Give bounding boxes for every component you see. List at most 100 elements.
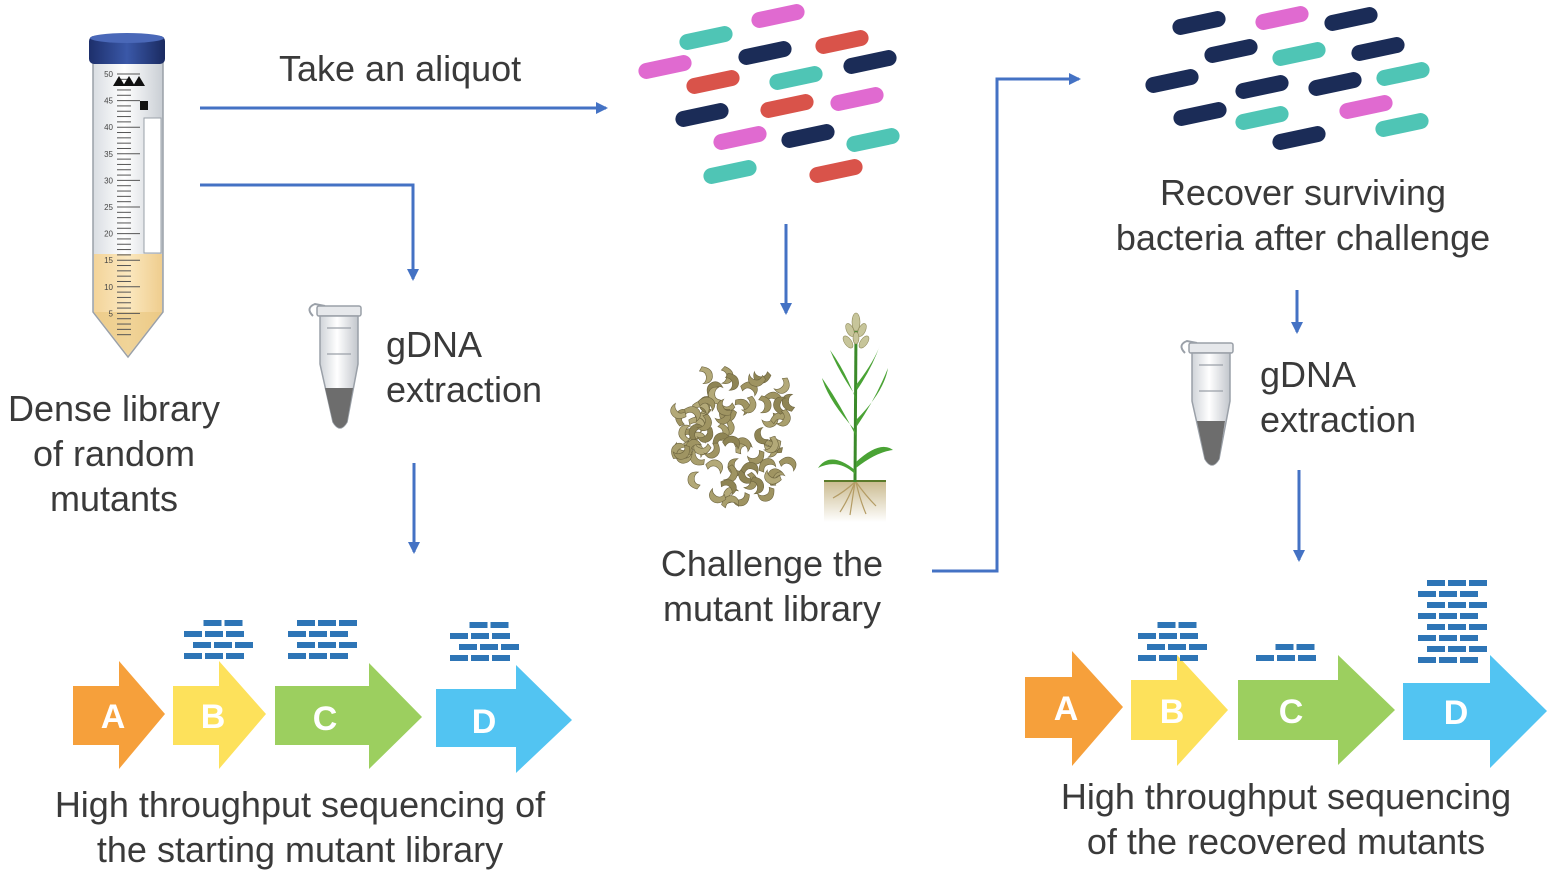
gdna-line-1: gDNA xyxy=(1260,354,1357,395)
read-D xyxy=(1439,635,1457,641)
graduation-label: 30 xyxy=(104,176,113,185)
seed xyxy=(705,459,723,475)
read-B xyxy=(184,653,202,659)
read-B xyxy=(1180,633,1198,639)
bacterium xyxy=(738,41,792,65)
gene-arrow-C: C xyxy=(275,663,422,769)
seed xyxy=(775,408,791,427)
graduation-label: 40 xyxy=(104,123,113,132)
read-D xyxy=(1448,602,1466,608)
bacterium xyxy=(675,103,729,127)
read-C xyxy=(1256,655,1274,661)
read-D xyxy=(1460,657,1478,663)
graduation-label: 50 xyxy=(104,70,113,79)
dense-library-line-3: mutants xyxy=(49,478,179,519)
sequencing-line-2: the starting mutant library xyxy=(96,829,504,870)
challenge-line-2: mutant library xyxy=(662,588,882,629)
seed xyxy=(698,366,713,384)
seed xyxy=(725,372,739,391)
bacterium xyxy=(1324,7,1378,31)
recover-line-1: Recover surviving xyxy=(1159,172,1447,213)
bacterium xyxy=(703,160,757,184)
seed xyxy=(740,395,757,414)
gdna-line-2: extraction xyxy=(1260,399,1417,440)
read-D xyxy=(450,633,468,639)
read-D xyxy=(1469,580,1487,586)
read-C xyxy=(288,631,306,637)
recover-line-2: bacteria after challenge xyxy=(1115,217,1491,258)
read-D xyxy=(1439,613,1457,619)
gene-arrow-A: A xyxy=(73,661,165,769)
read-stacks-starting-library xyxy=(184,620,519,661)
sequencing-line-1: High throughput sequencing xyxy=(1060,776,1512,817)
bacterium xyxy=(1351,37,1405,61)
gene-arrows-starting-library: A B C D xyxy=(73,661,572,773)
gene-arrow-B: B xyxy=(173,661,266,769)
bacteria-cluster-icon xyxy=(638,4,900,184)
bacteria-cluster-icon xyxy=(1145,6,1430,150)
bacterium xyxy=(781,124,835,148)
read-B xyxy=(1180,655,1198,661)
graduation-label: 45 xyxy=(104,97,113,106)
read-D xyxy=(1469,646,1487,652)
seed xyxy=(720,479,737,496)
read-D xyxy=(469,622,488,628)
seed xyxy=(773,396,787,415)
seed xyxy=(750,476,764,495)
recover-label: Recover surviving bacteria after challen… xyxy=(1098,170,1508,260)
seed xyxy=(697,396,716,413)
read-B xyxy=(203,620,222,626)
read-D xyxy=(1427,602,1445,608)
read-D xyxy=(492,655,510,661)
read-C xyxy=(330,653,348,659)
seed xyxy=(687,471,701,490)
seed xyxy=(670,402,687,419)
read-D xyxy=(1418,635,1436,641)
read-D xyxy=(1427,646,1445,652)
graduation-label: 20 xyxy=(104,230,113,239)
read-C xyxy=(1296,644,1315,650)
graduation-label: 35 xyxy=(104,150,113,159)
read-D xyxy=(1439,591,1457,597)
read-C xyxy=(339,642,357,648)
gdna-extraction-label-left: gDNA extraction xyxy=(386,322,542,412)
bacterium xyxy=(1173,102,1227,126)
seed xyxy=(722,464,738,483)
read-C xyxy=(309,653,327,659)
arrow-to-recover xyxy=(932,73,1081,573)
plant-icon xyxy=(818,312,893,522)
bacterium xyxy=(1235,75,1289,99)
bacterium xyxy=(769,66,823,90)
read-B xyxy=(205,631,223,637)
read-B xyxy=(193,642,211,648)
sequencing-line-2: of the recovered mutants xyxy=(1086,821,1486,862)
bacterium xyxy=(1272,42,1326,66)
read-D xyxy=(490,622,509,628)
read-C xyxy=(339,620,357,626)
read-B xyxy=(1168,644,1186,650)
read-D xyxy=(1448,646,1466,652)
read-D xyxy=(1439,657,1457,663)
read-B xyxy=(1138,633,1156,639)
graduation-label: 10 xyxy=(104,283,113,292)
seed xyxy=(778,456,797,472)
read-C xyxy=(288,653,306,659)
read-stacks-recovered-mutants xyxy=(1138,580,1487,663)
seeds-icon xyxy=(670,366,797,509)
seed xyxy=(709,487,727,504)
read-C xyxy=(309,631,327,637)
read-C xyxy=(297,642,315,648)
read-B xyxy=(224,620,243,626)
read-D xyxy=(1448,624,1466,630)
read-C xyxy=(1277,655,1295,661)
take-aliquot-label: Take an aliquot xyxy=(279,48,522,89)
seed xyxy=(696,413,712,432)
microtube-icon xyxy=(308,302,362,429)
read-B xyxy=(235,642,253,648)
gdna-extraction-label-right: gDNA extraction xyxy=(1260,352,1416,442)
read-D xyxy=(1427,580,1445,586)
read-C xyxy=(1298,655,1316,661)
sequencing-starting-label: High throughput sequencing of the starti… xyxy=(30,782,570,872)
sequencing-recovered-label: High throughput sequencing of the recove… xyxy=(1040,774,1532,864)
microtube-icon xyxy=(1180,339,1234,466)
